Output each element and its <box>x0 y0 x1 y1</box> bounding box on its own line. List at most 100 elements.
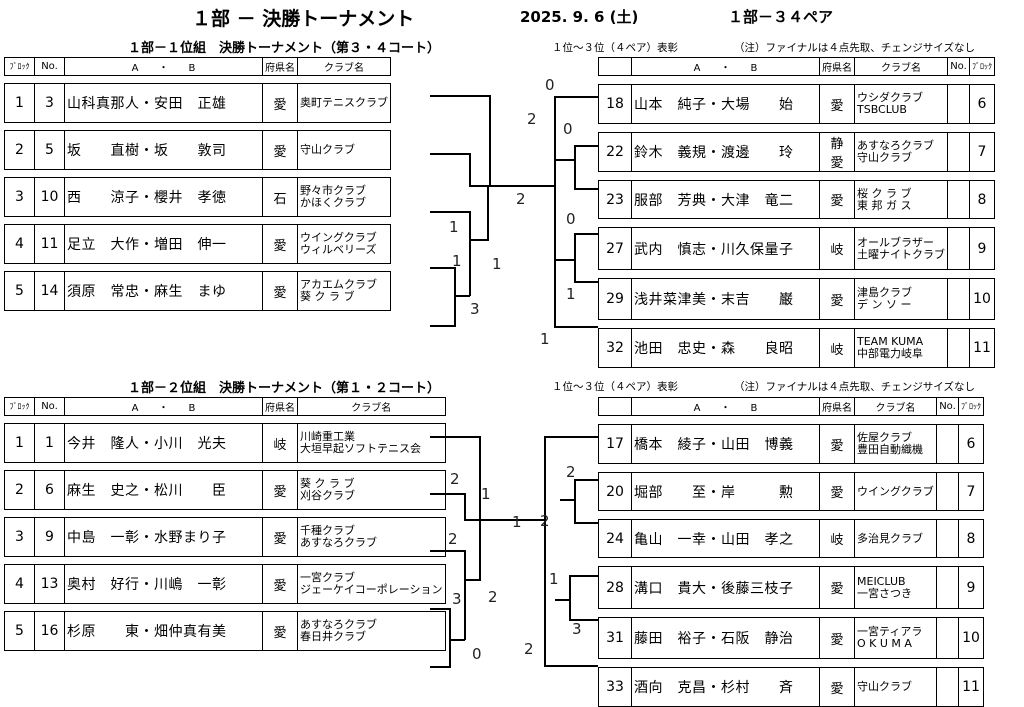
player-names: 浅井菜津美・末吉 巌 <box>631 278 820 320</box>
score-mark: 1 <box>452 252 462 270</box>
player-names: 鈴木 義規・渡邊 玲 <box>631 132 820 172</box>
score-mark: 1 <box>566 285 576 303</box>
bracket1-award-note: １位～３位（４ペア）表彰 <box>552 42 678 54</box>
entry-number: 16 <box>34 611 65 651</box>
player-names: 山科真那人・安田 正雄 <box>64 83 263 123</box>
player-names: 杉原 東・畑仲真有美 <box>64 611 263 651</box>
club-name: 奥町テニスクラブ <box>297 83 391 123</box>
column-header: A ・ B <box>631 57 820 76</box>
player-names: 橋本 綾子・山田 博義 <box>631 424 820 464</box>
club-name: あすなろクラブ 春日井クラブ <box>297 611 446 651</box>
block-cell: 8 <box>969 180 995 219</box>
score-mark: 0 <box>563 120 573 138</box>
club-name: 津島クラブ デ ン ソ ー <box>854 278 948 320</box>
prefecture: 愛 <box>819 667 855 707</box>
score-mark: 1 <box>549 570 559 588</box>
player-names: 溝口 貴大・後藤三枝子 <box>631 566 820 609</box>
column-header: クラブ名 <box>297 57 391 76</box>
entry-number: 11 <box>34 224 65 264</box>
player-names: 武内 慎志・川久保量子 <box>631 227 820 270</box>
score-mark: 1 <box>540 330 550 348</box>
player-names: 亀山 一幸・山田 孝之 <box>631 519 820 558</box>
bracket1-title: １部－１位組 決勝トーナメント（第３・４コート） <box>128 41 441 56</box>
score-mark: 3 <box>452 590 462 608</box>
club-name: MEICLUB 一宮さつき <box>854 566 937 609</box>
prefecture: 愛 <box>819 278 855 320</box>
player-names: 山本 純子・大場 始 <box>631 84 820 124</box>
column-header: No. <box>947 57 970 76</box>
score-mark: 2 <box>527 110 537 128</box>
club-name: ウイングクラブ ウィルベリーズ <box>297 224 391 264</box>
block-cell: 1 <box>4 423 35 463</box>
club-name: 川崎重工業 大垣早起ソフトテニス会 <box>297 423 446 463</box>
empty-no-cell <box>936 566 959 609</box>
empty-no-cell <box>947 180 970 219</box>
club-name: TEAM KUMA 中部電力岐阜 <box>854 328 948 368</box>
entry-number: 17 <box>598 424 632 464</box>
score-mark: 1 <box>512 513 522 531</box>
block-cell: 6 <box>958 424 984 464</box>
prefecture: 岐 <box>819 328 855 368</box>
club-name: 一宮ティアラ O K U M A <box>854 617 937 659</box>
column-header: クラブ名 <box>854 57 948 76</box>
score-mark: 2 <box>540 512 550 530</box>
column-header: ﾌﾞﾛｯｸ <box>4 57 35 76</box>
column-header: 府県名 <box>819 397 855 416</box>
empty-no-cell <box>936 472 959 511</box>
entry-number: 18 <box>598 84 632 124</box>
column-header: A ・ B <box>64 57 263 76</box>
empty-no-cell <box>947 227 970 270</box>
entry-number: 13 <box>34 564 65 604</box>
block-cell: 7 <box>969 132 995 172</box>
entry-number: 9 <box>34 517 65 557</box>
club-name: 一宮クラブ ジェーケイコーポレーション <box>297 564 446 604</box>
club-name: 野々市クラブ かほくクラブ <box>297 177 391 217</box>
entry-number: 10 <box>34 177 65 217</box>
entry-number: 24 <box>598 519 632 558</box>
block-cell: 9 <box>969 227 995 270</box>
entry-number: 5 <box>34 130 65 170</box>
empty-no-cell <box>936 519 959 558</box>
bracket2-award-note: １位～３位（４ペア）表彰 <box>552 381 678 393</box>
prefecture: 愛 <box>262 130 298 170</box>
club-name: 葵 ク ラ ブ 刈谷クラブ <box>297 470 446 510</box>
score-mark: 0 <box>472 645 482 663</box>
empty-no-cell <box>947 84 970 124</box>
player-names: 今井 隆人・小川 光夫 <box>64 423 263 463</box>
block-cell: 7 <box>958 472 984 511</box>
prefecture: 愛 <box>262 224 298 264</box>
column-header: A ・ B <box>64 397 263 416</box>
bracket2-rule-note: （注）ファイナルは４点先取、チェンジサイズなし <box>734 381 975 393</box>
player-names: 足立 大作・増田 伸一 <box>64 224 263 264</box>
club-name: 佐屋クラブ 豊田自動織機 <box>854 424 937 464</box>
column-header: ﾌﾞﾛｯｸ <box>4 397 35 416</box>
block-cell: 6 <box>969 84 995 124</box>
score-mark: 3 <box>470 300 480 318</box>
club-name: 守山クラブ <box>297 130 391 170</box>
score-mark: 1 <box>449 218 459 236</box>
column-header: クラブ名 <box>854 397 937 416</box>
score-mark: 2 <box>448 530 458 548</box>
block-cell: 11 <box>958 667 984 707</box>
score-mark: 2 <box>524 640 534 658</box>
player-names: 西 涼子・櫻井 孝徳 <box>64 177 263 217</box>
column-header: 府県名 <box>262 57 298 76</box>
column-header-blank <box>598 397 632 416</box>
prefecture: 愛 <box>262 470 298 510</box>
block-cell: 10 <box>958 617 984 659</box>
block-cell: 1 <box>4 83 35 123</box>
column-header: No. <box>34 397 65 416</box>
block-cell: 5 <box>4 271 35 311</box>
column-header: No. <box>936 397 959 416</box>
